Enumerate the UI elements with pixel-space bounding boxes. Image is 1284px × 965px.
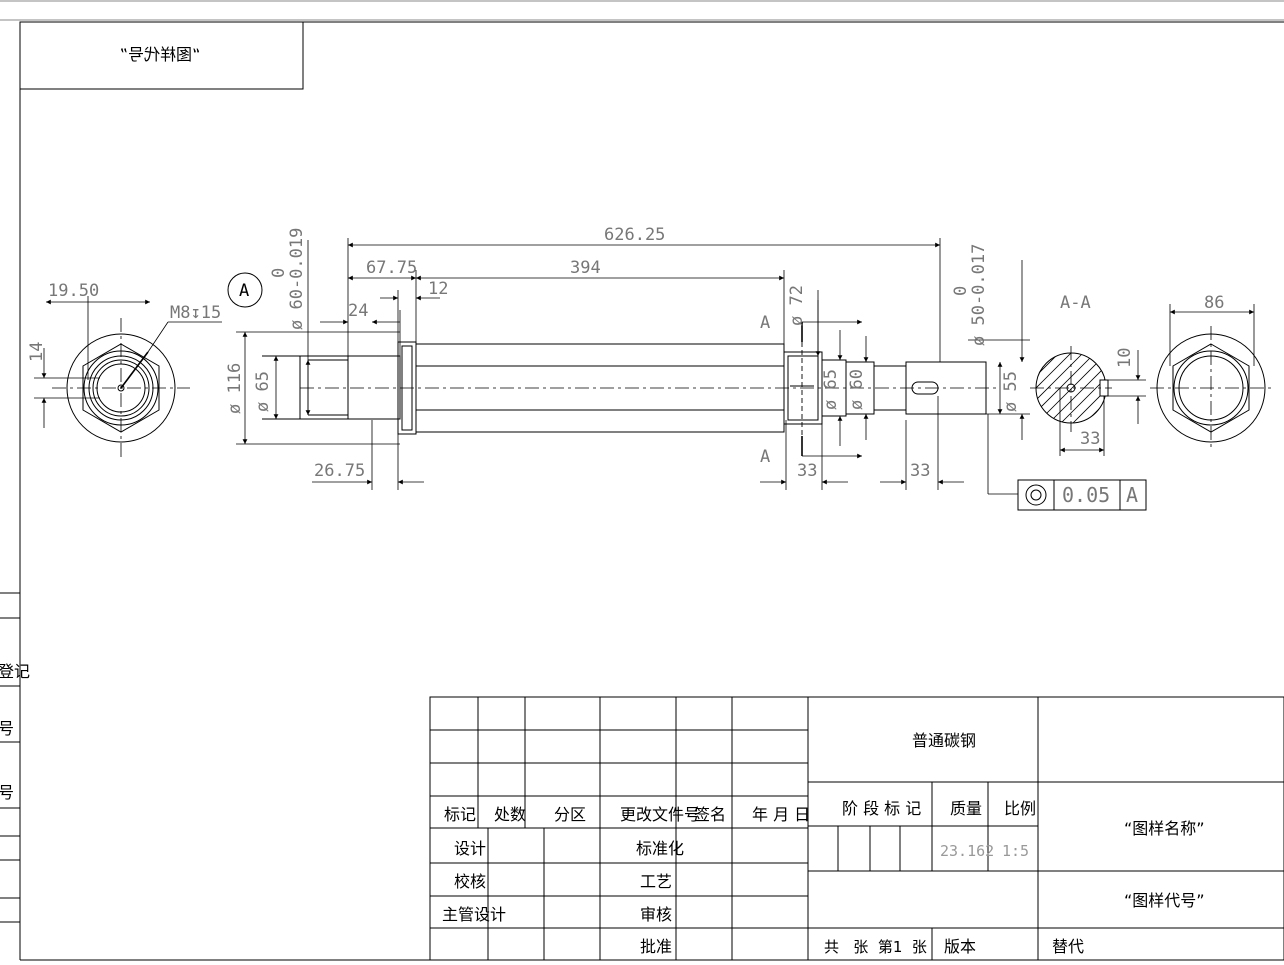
version-label: 版本 — [944, 937, 976, 956]
dim-86: 86 — [1204, 293, 1224, 313]
dim-phi-72: ø 72 — [787, 285, 807, 326]
stamp-box: “图样代号” — [19, 21, 304, 90]
section-title: A-A — [1060, 293, 1091, 313]
left-end-view — [34, 296, 222, 458]
sheet-count: 共 张 第1 张 — [824, 938, 927, 956]
mass-value: 23.162 — [940, 842, 994, 860]
row-lead-role: 审核 — [640, 905, 672, 924]
dim-67-75: 67.75 — [366, 258, 417, 278]
dim-10: 10 — [1115, 348, 1135, 368]
header-sign: 签名 — [694, 805, 726, 824]
section-mark-top: A — [760, 313, 770, 333]
stage-label: 阶 段 标 记 — [842, 799, 921, 818]
dim-24: 24 — [348, 301, 368, 321]
datum-a-bubble: A — [227, 272, 263, 308]
section-mark-bottom: A — [760, 447, 770, 467]
mirrored-code-text: “图样代号” — [120, 45, 201, 64]
dim-14: 14 — [27, 342, 47, 362]
row-lead-label: 主管设计 — [442, 905, 506, 924]
header-date: 年 月 日 — [752, 805, 810, 824]
dim-33-left: 33 — [797, 461, 817, 481]
fcf-datum: A — [1126, 483, 1138, 507]
left-side-table: 登记 号 号 — [0, 592, 30, 923]
dim-626-25: 626.25 — [604, 225, 665, 245]
thread-callout: M8↧15 — [170, 303, 221, 323]
dim-tol-50: ø 50-0.017 — [969, 244, 989, 346]
material: 普通碳钢 — [912, 731, 976, 750]
fcf-tolerance: 0.05 — [1062, 483, 1110, 507]
dim-33-mid: 33 — [910, 461, 930, 481]
dim-19-50: 19.50 — [48, 281, 99, 301]
left-label-3: 号 — [0, 783, 14, 802]
dim-tol-60-upper: 0 — [269, 268, 289, 278]
dim-phi-65-right: ø 65 — [821, 369, 841, 410]
right-end-view — [1150, 326, 1272, 450]
left-label-2: 号 — [0, 719, 14, 738]
drawing-code: “图样代号” — [1124, 891, 1205, 910]
dim-phi-55: ø 55 — [1001, 371, 1021, 412]
datum-a-letter: A — [239, 281, 249, 301]
row-design-label: 设计 — [454, 839, 486, 858]
title-block — [429, 696, 1284, 961]
replace-label: 替代 — [1052, 937, 1084, 956]
scale-label: 比例 — [1004, 799, 1036, 818]
feature-control-frame: 0.05 A — [1017, 479, 1147, 511]
drawing-name: “图样名称” — [1124, 819, 1205, 838]
dim-tol-60: ø 60-0.019 — [287, 228, 307, 330]
dim-phi-60: ø 60 — [847, 369, 867, 410]
header-mark: 标记 — [444, 805, 476, 824]
shaft-main-view — [236, 331, 1000, 445]
dim-phi-116: ø 116 — [225, 363, 245, 414]
left-label-1: 登记 — [0, 662, 30, 681]
mass-label: 质量 — [950, 799, 982, 818]
dim-26-75: 26.75 — [314, 461, 365, 481]
dim-33-section: 33 — [1080, 429, 1100, 449]
dim-tol-50-upper: 0 — [951, 286, 971, 296]
scale-value: 1:5 — [1002, 842, 1029, 860]
row-check-role: 工艺 — [640, 872, 672, 891]
header-count: 处数 — [494, 805, 526, 824]
section-a-a — [1030, 346, 1112, 432]
row-design-role: 标准化 — [636, 839, 684, 858]
header-change-doc: 更改文件号 — [620, 805, 700, 824]
dim-394: 394 — [570, 258, 601, 278]
row-check-label: 校核 — [454, 872, 486, 891]
dim-12: 12 — [428, 279, 448, 299]
dim-phi-65-left: ø 65 — [253, 371, 273, 412]
header-zone: 分区 — [554, 805, 586, 824]
row-approve-role: 批准 — [640, 937, 672, 956]
